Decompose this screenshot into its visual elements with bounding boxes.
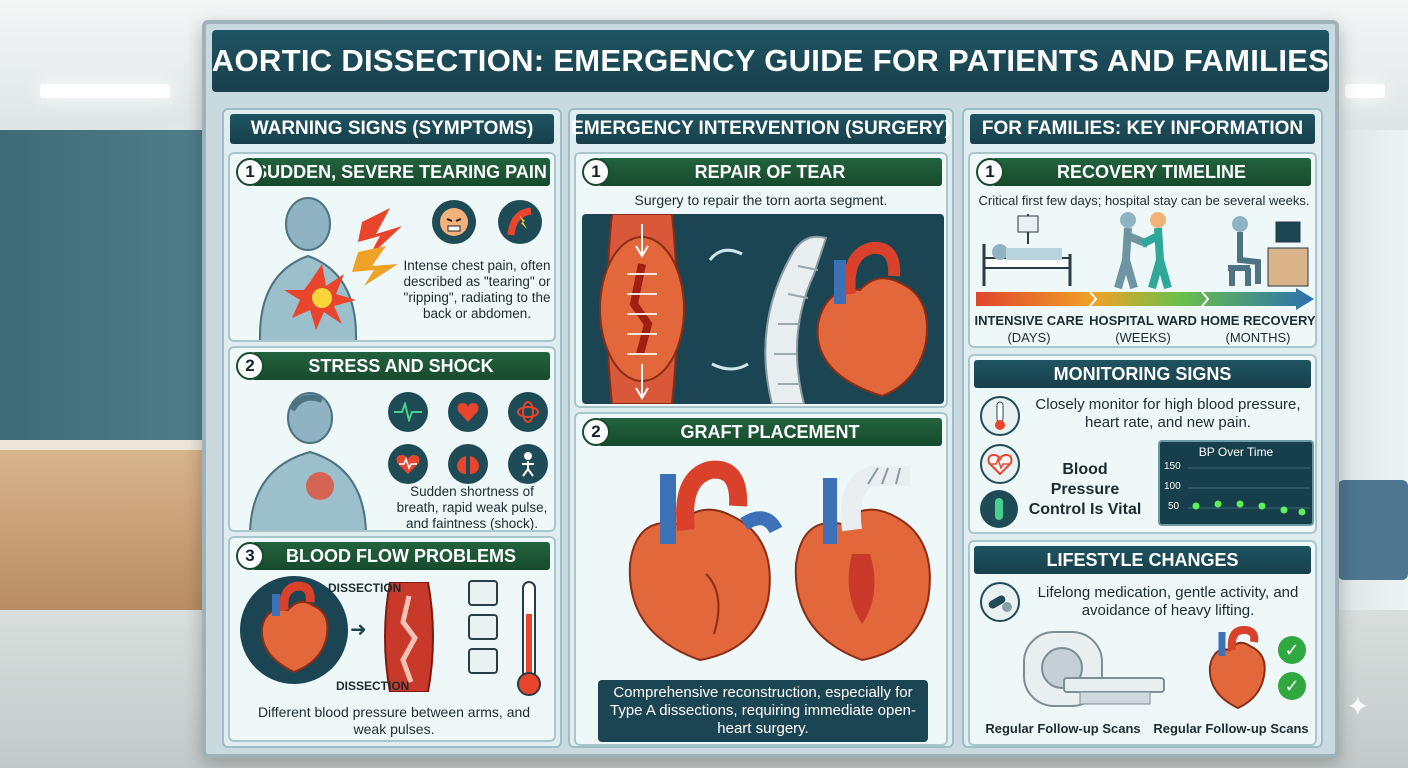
symptom-heading: SUDDEN, SEVERE TEARING PAIN — [252, 158, 550, 186]
recovery-description: Critical first few days; hospital stay c… — [978, 193, 1310, 208]
pain-face-icon — [432, 200, 476, 244]
waiting-chairs — [1338, 480, 1408, 580]
stage-hospital-ward: HOSPITAL WARD (WEEKS) — [1086, 312, 1200, 346]
thermometer-icon — [517, 581, 541, 696]
faint-person-icon — [249, 392, 367, 530]
recovery-progress-arrow — [976, 288, 1314, 310]
symptom-description: Intense chest pain, often described as "… — [403, 258, 551, 321]
families-column: FOR FAMILIES: KEY INFORMATION 1 RECOVERY… — [962, 108, 1323, 748]
scan-caption-left: Regular Follow-up Scans — [985, 721, 1141, 736]
reception-wall — [0, 130, 205, 460]
symptom-heading: STRESS AND SHOCK — [252, 352, 550, 380]
dissected-aorta-icon — [384, 582, 434, 692]
dizzy-icon — [508, 392, 548, 432]
bp-tick: 100 — [1164, 481, 1181, 492]
fainting-icon — [508, 444, 548, 484]
surgery-heading: REPAIR OF TEAR — [598, 158, 942, 186]
graft-caption-box: Comprehensive reconstruction, especially… — [598, 680, 928, 742]
lungs-icon — [448, 444, 488, 484]
heart-checkup-icon — [1208, 626, 1266, 710]
heart-illustration-icon — [628, 460, 783, 662]
symptom-description: Sudden shortness of breath, rapid weak p… — [396, 484, 548, 531]
ecg-icon — [388, 392, 428, 432]
sparkle-icon: ✦ — [1346, 691, 1370, 722]
symptoms-column-title: WARNING SIGNS (SYMPTOMS) — [230, 114, 554, 144]
bp-tick: 50 — [1168, 501, 1180, 512]
bp-tick: 150 — [1164, 461, 1181, 472]
heart-diagram-icon — [240, 576, 348, 684]
surgery-description: Surgery to repair the torn aorta segment… — [634, 192, 888, 208]
page-header: AORTIC DISSECTION: EMERGENCY GUIDE FOR P… — [212, 30, 1329, 92]
dissection-label-bottom: DISSECTION — [336, 679, 410, 693]
stage-intensive-care: INTENSIVE CARE (DAYS) — [972, 312, 1086, 346]
monitoring-description: Closely monitor for high blood pressure,… — [1035, 396, 1301, 431]
stage-home-recovery: HOME RECOVERY (MONTHS) — [1200, 312, 1316, 346]
thermometer-icon — [980, 396, 1020, 436]
symptoms-column: WARNING SIGNS (SYMPTOMS) 1 SUDDEN, SEVER… — [222, 108, 562, 748]
lifestyle-panel: LIFESTYLE CHANGES Lifelong medication, g… — [968, 540, 1317, 746]
families-column-title: FOR FAMILIES: KEY INFORMATION — [970, 114, 1315, 144]
heart-icon — [448, 392, 488, 432]
symptom-description: Different blood pressure between arms, a… — [257, 704, 531, 737]
stage-name: HOSPITAL WARD — [1089, 313, 1197, 328]
step-number: 1 — [582, 158, 610, 186]
nurse-helping-patient-icon — [1114, 212, 1172, 290]
chest-pain-figure-icon — [259, 197, 402, 340]
lifestyle-heading: LIFESTYLE CHANGES — [974, 546, 1311, 574]
aorta-repair-illustration — [582, 213, 944, 405]
stage-name: HOME RECOVERY — [1200, 313, 1316, 328]
scan-caption-right: Regular Follow-up Scans — [1153, 721, 1309, 736]
bp-chart: BP Over Time 150 100 50 — [1158, 440, 1314, 526]
bp-chart-title: BP Over Time — [1198, 445, 1274, 459]
stage-duration: (DAYS) — [1007, 330, 1051, 345]
recovery-timeline-panel: 1 RECOVERY TIMELINE Critical first few d… — [968, 152, 1317, 348]
surgery-column: EMERGENCY INTERVENTION (SURGERY) 1 REPAI… — [568, 108, 954, 748]
surgery-description: Comprehensive reconstruction, especially… — [610, 684, 916, 737]
heart-rate-icon — [980, 444, 1020, 484]
surgery-panel-graft: 2 GRAFT PLACEMENT Comprehensive reconstr… — [574, 412, 948, 746]
mri-scanner-icon — [1023, 631, 1165, 707]
monitoring-panel: MONITORING SIGNS Closely monitor for hig… — [968, 354, 1317, 534]
bp-trend-plot — [1188, 467, 1310, 516]
symptom-panel-bloodflow: 3 BLOOD FLOW PROBLEMS ➜ DISSECTION DISSE… — [228, 536, 556, 742]
infographic-board: AORTIC DISSECTION: EMERGENCY GUIDE FOR P… — [202, 20, 1339, 758]
stage-duration: (MONTHS) — [1225, 330, 1291, 345]
step-number: 2 — [582, 418, 610, 446]
page-title: AORTIC DISSECTION: EMERGENCY GUIDE FOR P… — [211, 43, 1330, 78]
monitoring-heading: MONITORING SIGNS — [974, 360, 1311, 388]
graft-heart-illustration-icon — [794, 466, 931, 662]
step-number: 1 — [236, 158, 264, 186]
pills-icon — [980, 582, 1020, 622]
bp-control-callout: Blood Pressure Control Is Vital — [1028, 461, 1142, 518]
step-number: 1 — [976, 158, 1004, 186]
step-number: 3 — [236, 542, 264, 570]
symptom-panel-shock: 2 STRESS AND SHOCK Sudden shortness of b… — [228, 346, 556, 532]
check-icon: ✓ — [1278, 672, 1306, 700]
surgery-column-title: EMERGENCY INTERVENTION (SURGERY) — [571, 114, 951, 144]
bp-readings-icon — [468, 580, 504, 690]
lifestyle-description: Lifelong medication, gentle activity, an… — [1037, 584, 1299, 619]
dissection-label-top: DISSECTION — [328, 581, 402, 595]
step-number: 2 — [236, 352, 264, 380]
check-icon: ✓ — [1278, 636, 1306, 664]
hospital-bed-icon — [982, 214, 1072, 286]
stage-duration: (WEEKS) — [1115, 330, 1171, 345]
recovery-heading: RECOVERY TIMELINE — [992, 158, 1311, 186]
heart-pulse-icon — [388, 444, 428, 484]
symptom-heading: BLOOD FLOW PROBLEMS — [252, 542, 550, 570]
symptom-panel-pain: 1 SUDDEN, SEVERE TEARING PAIN Intense ch… — [228, 152, 556, 342]
ceiling-light — [1345, 84, 1385, 98]
stage-name: INTENSIVE CARE — [974, 313, 1084, 328]
medication-icon — [980, 490, 1018, 528]
reception-desk — [0, 450, 205, 610]
ceiling-light — [40, 84, 170, 98]
surgery-heading: GRAFT PLACEMENT — [598, 418, 942, 446]
surgery-panel-repair: 1 REPAIR OF TEAR Surgery to repair the t… — [574, 152, 948, 408]
arrow-right-icon: ➜ — [350, 619, 367, 641]
home-desk-icon — [1228, 216, 1309, 287]
aorta-tear-icon — [498, 200, 542, 244]
